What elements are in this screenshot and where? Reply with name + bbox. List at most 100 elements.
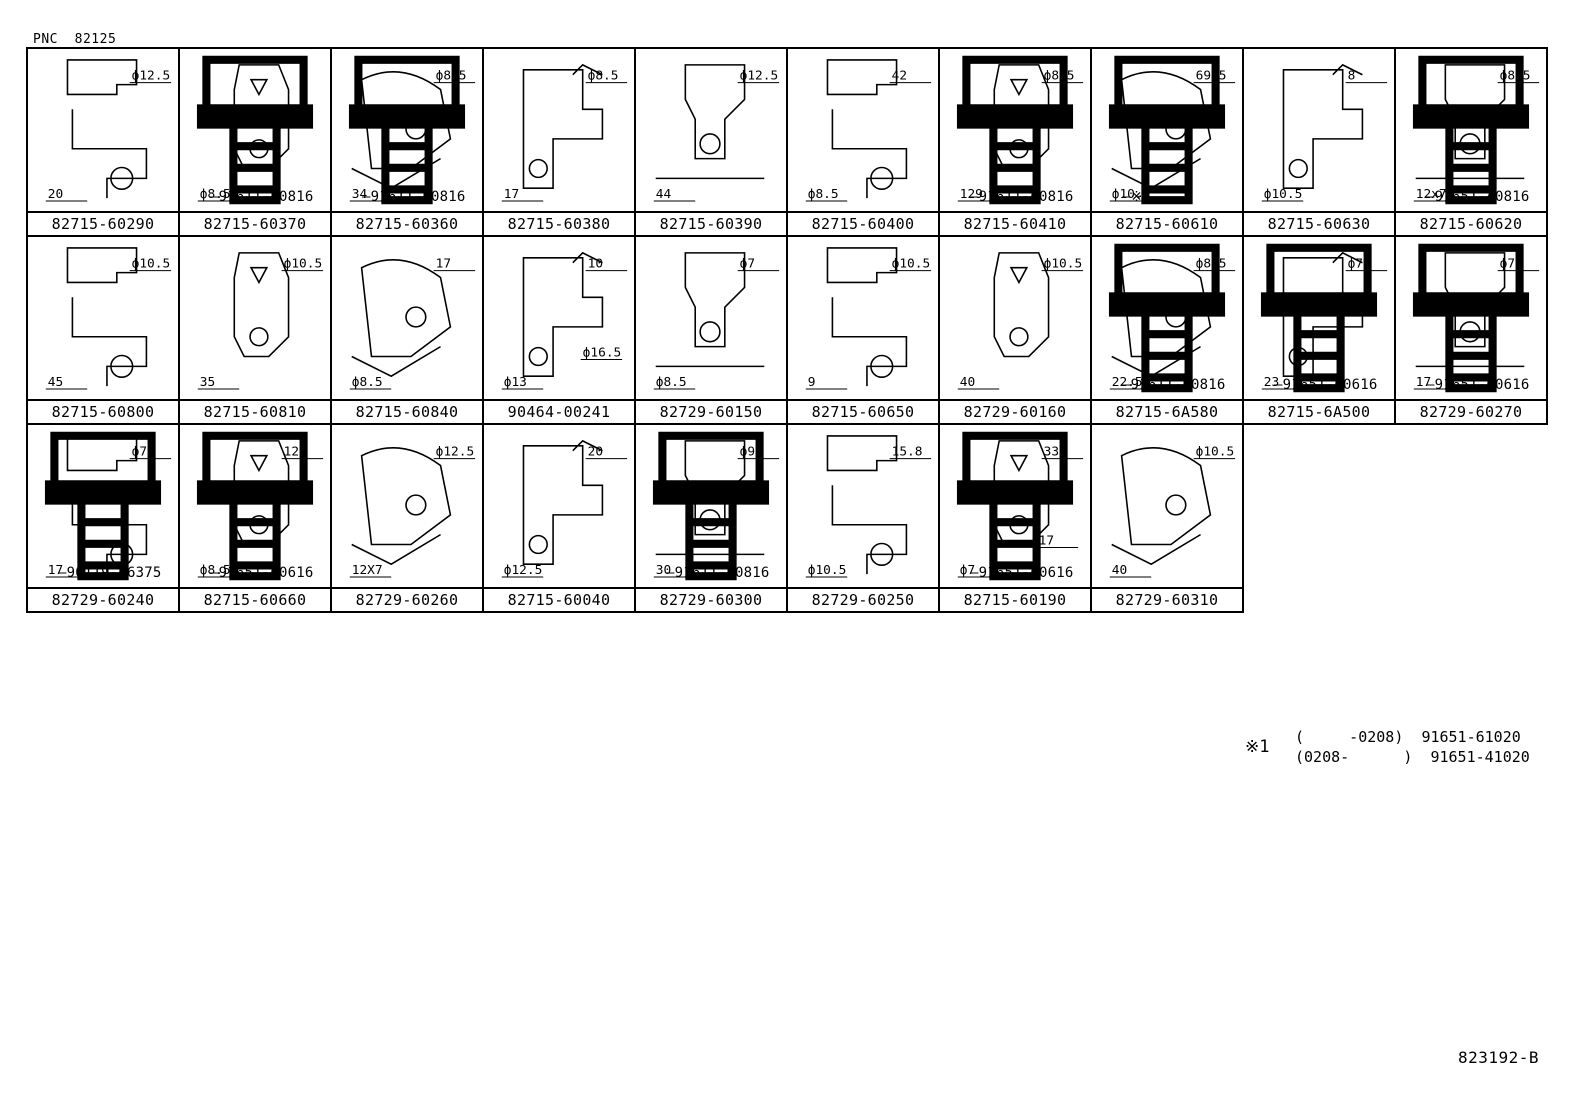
dimension-label: ϕ7 bbox=[740, 257, 755, 272]
dimension-label: ϕ9 bbox=[740, 445, 755, 460]
bolt-part-number: —91651-60616 bbox=[1274, 377, 1378, 393]
pnc-header: PNC 82125 bbox=[33, 32, 116, 47]
part-cell: ϕ8.5 42 82715-60400 bbox=[786, 47, 940, 237]
bolt-icon bbox=[1412, 243, 1530, 393]
part-drawing-svg: ϕ12.520 bbox=[501, 439, 628, 578]
dimension-label: 17 bbox=[1039, 533, 1054, 548]
dimension-label: ϕ10.5 bbox=[1196, 445, 1235, 460]
part-drawing-svg: 9 ϕ10.5 bbox=[805, 247, 932, 390]
dimension-label: ϕ7 bbox=[960, 563, 975, 578]
part-number: 82729-60150 bbox=[659, 403, 763, 421]
part-cell: 40 ϕ10.5 82729-60310 bbox=[1090, 423, 1244, 613]
bolt-part-number: —90119-06375 bbox=[58, 565, 162, 581]
part-number: 82715-60390 bbox=[659, 215, 763, 233]
dimension-label: ϕ8.5 bbox=[200, 187, 231, 202]
part-number: 82715-60810 bbox=[203, 403, 307, 421]
dimension-label: ϕ10.5 bbox=[808, 563, 847, 578]
part-number: 82729-60310 bbox=[1115, 591, 1219, 609]
part-drawing-svg: ϕ8.5ϕ7 bbox=[653, 252, 780, 390]
dimension-label: 17 bbox=[436, 257, 451, 272]
dimension-label: 129 bbox=[960, 187, 983, 202]
bolt-icon bbox=[956, 431, 1074, 581]
dimension-label: ϕ16.5 bbox=[583, 345, 622, 360]
dimension-label: 34 bbox=[352, 187, 368, 202]
part-number: 82715-60400 bbox=[811, 215, 915, 233]
dimension-label: ϕ7 bbox=[132, 445, 147, 460]
part-number: 82715-60660 bbox=[203, 591, 307, 609]
part-cell: 30 ϕ9 —91611-B0816 82729-60300 bbox=[634, 423, 788, 613]
bolt-icon bbox=[956, 55, 1074, 205]
bolt-icon bbox=[196, 55, 314, 205]
dimension-label: 35 bbox=[200, 375, 215, 390]
dimension-label: ϕ12.5 bbox=[436, 445, 475, 460]
dimension-label: 40 bbox=[1112, 563, 1127, 578]
dimension-label: 30 bbox=[656, 563, 671, 578]
bolt-part-number: —91611-B0816 bbox=[362, 189, 466, 205]
dimension-label: ϕ8.5 bbox=[352, 375, 383, 390]
dimension-label: 9 bbox=[808, 375, 816, 390]
bolt-part-number: —91611-B0816 bbox=[666, 565, 770, 581]
dimension-label: 10 bbox=[588, 257, 603, 272]
dimension-label: 40 bbox=[960, 375, 975, 390]
part-number: 82729-60300 bbox=[659, 591, 763, 609]
bolt-icon bbox=[196, 431, 314, 581]
dimension-label: 45 bbox=[48, 375, 63, 390]
dimension-label: 12x7 bbox=[1416, 187, 1447, 202]
part-drawing-svg: ϕ10.58 bbox=[1261, 63, 1388, 202]
bolt-part-number: —91651-60616 bbox=[1426, 377, 1530, 393]
footnote-range-2: (0208- ) bbox=[1295, 748, 1413, 766]
footnote-part-1: 91651-61020 bbox=[1421, 728, 1521, 746]
part-drawing-svg: ϕ10.5 15.8 bbox=[805, 435, 932, 578]
dimension-label: ϕ8.5 bbox=[200, 563, 231, 578]
footnote-line-1: ( -0208) 91651-61020 bbox=[1295, 728, 1521, 746]
part-drawing: 30 ϕ9 —91611-B0816 bbox=[636, 425, 786, 589]
part-drawing: ϕ8.5—91611-B0816 bbox=[180, 49, 330, 213]
part-number: 82729-60270 bbox=[1419, 403, 1523, 421]
dimension-label: 23 bbox=[1264, 375, 1279, 390]
bolt-icon bbox=[1412, 55, 1530, 205]
dimension-label: 42 bbox=[892, 69, 907, 84]
bolt-icon bbox=[348, 55, 466, 205]
bolt-part-number: —91651-60616 bbox=[210, 565, 314, 581]
dimension-label: 15.8 bbox=[892, 445, 923, 460]
bolt-icon bbox=[1260, 243, 1378, 393]
dimension-label: ϕ8.5 bbox=[808, 187, 839, 202]
part-number: 82715-60290 bbox=[51, 215, 155, 233]
dimension-label: ϕ12.5 bbox=[740, 69, 779, 84]
part-number: 82715-6A500 bbox=[1267, 403, 1371, 421]
part-number: 82715-60620 bbox=[1419, 215, 1523, 233]
footnote-part-2: 91651-41020 bbox=[1430, 748, 1530, 766]
part-number: 82729-60160 bbox=[963, 403, 1067, 421]
part-number: 82729-60240 bbox=[51, 591, 155, 609]
part-number: 82729-60260 bbox=[355, 591, 459, 609]
dimension-label: ϕ10.5 bbox=[892, 257, 931, 272]
